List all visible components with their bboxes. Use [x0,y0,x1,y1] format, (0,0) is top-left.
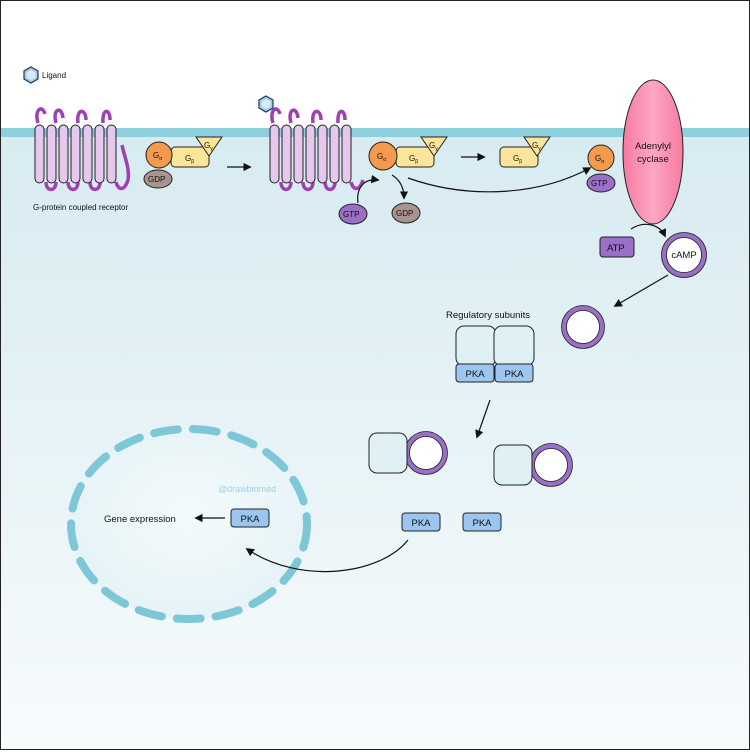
pka-box-2 [494,363,534,383]
gdp-bound-1 [143,169,173,189]
gdp-bound-1-label: GDP [148,175,165,184]
g-alpha-1 [145,141,173,169]
g-beta-gamma-free: Gβ Gγ [499,136,551,168]
svg-text:GTP: GTP [343,210,359,219]
g-gamma-2 [420,136,448,157]
g-alpha-1-label: Gα [153,151,162,162]
svg-text:cyclase: cyclase [637,154,669,165]
svg-text:Gγ: Gγ [532,141,541,152]
atp-box [599,236,635,258]
regulatory-camp-complex-1 [368,431,448,475]
svg-text:PKA: PKA [240,514,260,525]
gpcr-label: G-protein coupled receptor [33,203,129,212]
adenylyl-cyclase [622,79,684,225]
free-gtp [338,203,368,225]
g-beta-1-label: Gβ [185,154,194,165]
gpcr-helices [34,124,117,184]
svg-text:Gα: Gα [595,154,604,165]
arrow-camp-release [613,274,669,307]
gpcr-inactive: G-protein coupled receptor [33,107,131,212]
svg-text:PKA: PKA [504,369,524,380]
gpcr-extracellular-loops [35,107,112,124]
ligand-icon-inner [26,70,36,80]
pka-free-2 [462,512,502,532]
regulatory-camp-complex-2 [493,443,573,487]
svg-text:Gβ: Gβ [513,154,522,165]
camp-free-ring [561,305,605,349]
g-protein-inactive: Gβ Gγ Gα GDP [143,136,223,189]
svg-text:GTP: GTP [591,179,607,188]
g-beta-3 [499,146,539,168]
released-gdp [391,202,421,224]
gpcr-2-helices [269,124,352,184]
arrow-dissociation-pka [475,399,491,439]
regulatory-subunits-label: Regulatory subunits [446,310,530,321]
svg-text:PKA: PKA [411,518,431,529]
svg-text:Gα: Gα [377,152,386,163]
svg-text:Gβ: Gβ [409,154,418,165]
legend-ligand-label: Ligand [42,71,66,80]
gpcr-active [258,95,365,192]
svg-text:PKA: PKA [472,518,492,529]
g-gamma-1-label: Gγ [204,141,213,152]
nuclear-envelope [67,425,311,623]
gpcr-intracellular-loops [44,144,131,192]
gtp-bound [586,173,616,193]
arrow-g-alpha-to-ac [407,167,592,193]
arrow-pka-to-nucleus [245,539,409,573]
watermark: @drawbiomed [218,484,276,494]
gpcr-2-intracellular-loops [279,179,365,192]
g-alpha-3 [587,144,615,172]
regulatory-subunit-1 [455,325,497,367]
g-gamma-3 [523,136,551,157]
g-protein-active: Gβ Gγ Gα [368,136,448,171]
pka-free-1 [401,512,441,532]
arrow-atp-to-camp [630,223,667,238]
svg-text:Gγ: Gγ [429,141,438,152]
plasma-membrane [1,128,749,137]
g-alpha-2 [368,141,398,171]
regulatory-subunit-2 [493,325,535,367]
pka-nuclear [230,508,270,528]
gpcr-2-extracellular-loops [270,107,347,124]
svg-text:Adenylyl: Adenylyl [635,141,671,152]
arrow-gtp-in [357,174,380,204]
svg-text:GDP: GDP [396,209,413,218]
legend: Ligand [23,66,66,84]
pka-box-1 [455,363,495,383]
nucleus-interior [71,429,307,619]
svg-text:cAMP: cAMP [671,250,696,261]
g-gamma-1 [195,136,223,157]
gene-expression-label: Gene expression [104,514,176,525]
svg-text:PKA: PKA [465,369,485,380]
svg-text:ATP: ATP [607,243,625,254]
arrow-gdp-out [391,174,409,200]
pka-holoenzyme: PKA PKA [455,325,535,383]
camp-ring [661,232,707,278]
